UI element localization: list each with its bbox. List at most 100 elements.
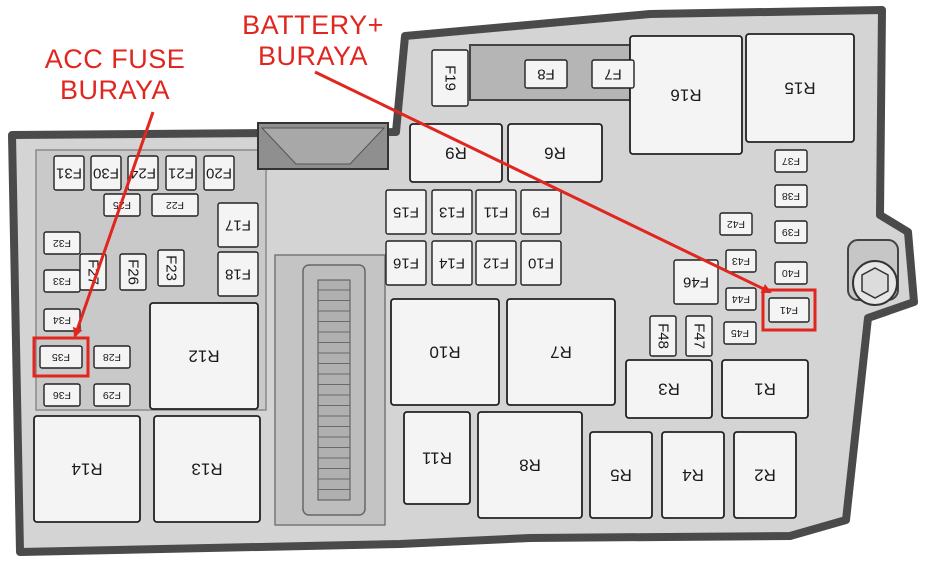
fuse-f26: F26 — [119, 253, 147, 291]
relay-r5-label: R5 — [610, 466, 632, 485]
fuse-f41: F41 — [768, 297, 810, 323]
fuse-f35-body — [39, 345, 83, 369]
battery-annotation-line2: BURAYA — [257, 41, 369, 71]
fuse-f23-body — [157, 249, 185, 287]
fuse-f29-label: F29 — [103, 389, 121, 401]
fuse-f39: F39 — [774, 220, 808, 244]
relay-r6-body — [507, 123, 603, 183]
fuse-f33-label: F33 — [53, 275, 71, 287]
fuse-f42-body — [719, 212, 753, 236]
fuse-f24: F24 — [127, 155, 159, 191]
fuse-f36-body — [43, 383, 81, 407]
heat-sink-face — [260, 127, 386, 165]
fuse-f47-body — [685, 315, 713, 357]
fuse-f19-label: F19 — [442, 65, 459, 91]
fuse-f22-body — [151, 193, 199, 217]
relay-r1-body — [721, 359, 809, 419]
relay-r10-label: R10 — [429, 343, 460, 362]
battery-arrow — [314, 70, 772, 294]
fuse-f13-label: F13 — [439, 204, 465, 221]
relay-r4: R4 — [661, 431, 725, 519]
fuse-f41-body — [768, 297, 810, 323]
fuse-f16-body — [385, 240, 427, 286]
fuse-f15: F15 — [385, 189, 427, 235]
fuse-f28-label: F28 — [103, 351, 121, 363]
relay-r2: R2 — [733, 431, 797, 519]
fuse-f16: F16 — [385, 240, 427, 286]
relay-r4-label: R4 — [682, 466, 704, 485]
fuse-f30-body — [90, 155, 122, 191]
fuse-f33: F33 — [43, 269, 81, 293]
relay-r13: R13 — [153, 415, 261, 523]
fuse-f40-label: F40 — [782, 267, 800, 279]
fuse-f37: F37 — [774, 149, 808, 173]
fuse-f13: F13 — [431, 189, 473, 235]
fuse-f8: F8 — [524, 59, 568, 89]
fuse-f39-body — [774, 220, 808, 244]
fuse-f35-label: F35 — [52, 351, 70, 363]
fuse-f45-label: F45 — [731, 327, 749, 339]
fuse-f29: F29 — [93, 383, 131, 407]
relay-r3-body — [625, 359, 713, 419]
fuse-f42: F42 — [719, 212, 753, 236]
relay-r14-label: R14 — [71, 460, 102, 479]
fuse-f20-body — [203, 155, 235, 191]
fuse-f48-body — [649, 315, 677, 357]
fuse-f32-body — [43, 231, 81, 255]
fuse-f41-label: F41 — [780, 304, 798, 316]
fuse-f45-body — [723, 321, 757, 345]
fuse-f39-label: F39 — [782, 226, 800, 238]
relay-r5: R5 — [589, 431, 653, 519]
fuse-f12-body — [475, 240, 517, 286]
fuse-f31: F31 — [53, 155, 85, 191]
relay-r10: R10 — [390, 298, 500, 406]
mount-bolt-hex-icon — [861, 267, 889, 299]
fuse-f20: F20 — [203, 155, 235, 191]
fuse-f14-label: F14 — [439, 255, 465, 272]
fuse-f40-body — [774, 261, 808, 285]
fuse-f29-body — [93, 383, 131, 407]
relay-r11-body — [403, 411, 471, 505]
fuse-f17: F17 — [217, 202, 259, 248]
fuse-f23-label: F23 — [163, 255, 180, 281]
fuse-f28-body — [93, 345, 131, 369]
relay-r8-label: R8 — [519, 456, 541, 475]
fuse-f47: F47 — [685, 315, 713, 357]
fuse-f18-label: F18 — [225, 266, 251, 283]
fuse-f10: F10 — [520, 240, 562, 286]
fuse-f21-body — [165, 155, 197, 191]
fuse-f36: F36 — [43, 383, 81, 407]
relay-r9-body — [409, 123, 503, 183]
relay-r14-body — [33, 415, 141, 523]
battery-annotation: BATTERY+ BURAYA — [228, 10, 398, 72]
relay-r12-body — [149, 302, 259, 410]
fuse-f47-label: F47 — [691, 323, 708, 349]
battery-annotation-line1: BATTERY+ — [242, 10, 384, 40]
acc-fuse-arrow — [72, 111, 155, 338]
highlight-f35 — [32, 336, 90, 378]
relay-r16: R16 — [629, 35, 743, 155]
fuse-f46-label: F46 — [683, 274, 709, 291]
relay-r3: R3 — [625, 359, 713, 419]
fuse-f10-label: F10 — [528, 255, 554, 272]
relay-r12: R12 — [149, 302, 259, 410]
fuse-f8-body — [524, 59, 568, 89]
relay-r9-label: R9 — [445, 144, 467, 163]
fuse-f46-body — [673, 259, 719, 305]
fuse-f31-label: F31 — [56, 165, 82, 182]
relay-r1-label: R1 — [754, 380, 776, 399]
highlight-layer — [32, 288, 817, 378]
fuse-f48: F48 — [649, 315, 677, 357]
fuse-f17-label: F17 — [225, 217, 251, 234]
fuse-f22-label: F22 — [166, 199, 184, 211]
fuse-f15-label: F15 — [393, 204, 419, 221]
relay-r10-body — [390, 298, 500, 406]
fuse-f21-label: F21 — [168, 165, 194, 182]
relay-r15: R15 — [745, 33, 855, 143]
fuse-f11-body — [475, 189, 517, 235]
fuse-f17-body — [217, 202, 259, 248]
relay-r7-label: R7 — [550, 343, 572, 362]
